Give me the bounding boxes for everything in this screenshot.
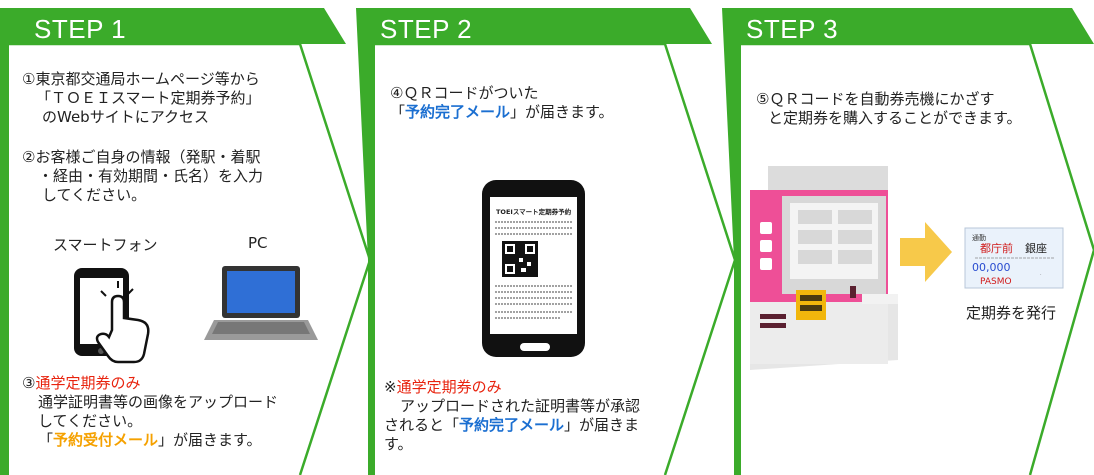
step1-item1-line1: ①東京都交通局ホームページ等から: [22, 70, 260, 88]
smartphone-label: スマートフォン: [53, 236, 158, 254]
arrow-right-icon: [900, 222, 952, 282]
step3-item5-line2: と定期券を購入することができます。: [768, 109, 1022, 127]
step2-note-line1: ※通学定期券のみ: [384, 378, 502, 396]
step1-item1-line3: のWebサイトにアクセス: [42, 108, 209, 126]
ticket-machine-icon: [750, 166, 898, 370]
smartphone-tap-icon: [74, 268, 150, 364]
step3-title: STEP 3: [746, 14, 839, 44]
step2-item4-line1: ④ＱＲコードがついた: [390, 84, 539, 102]
svg-text:銀座: 銀座: [1025, 241, 1047, 255]
step1-frame: [0, 8, 372, 475]
commuter-pass-ticket: 通勤 都庁前 銀座 00,000 PASMO ·: [964, 227, 1064, 289]
issue-pass-label: 定期券を発行: [966, 304, 1057, 322]
step1-item2-line1: ②お客様ご自身の情報（発駅・着駅: [22, 148, 261, 166]
step2-frame: [356, 8, 737, 475]
pc-label: PC: [248, 234, 268, 252]
step2-note-line2: アップロードされた証明書等が承認: [400, 397, 641, 415]
step1-item1-line2: 「ＴＯＥＩスマート定期券予約」: [36, 89, 261, 107]
step1-item3-line4: 「予約受付メール」が届きます。: [38, 431, 262, 449]
step2-note: ※通学定期券のみ アップロードされた証明書等が承認 されると「予約完了メール」が…: [384, 378, 640, 454]
reservation-complete-mail: 予約完了メール: [405, 103, 511, 121]
step1-item1: ①東京都交通局ホームページ等から 「ＴＯＥＩスマート定期券予約」 のWebサイト…: [22, 70, 261, 127]
step1-item2-line3: してください。: [42, 186, 147, 204]
smartphone-qr-icon: [482, 180, 585, 357]
step2-note-line4: す。: [384, 435, 413, 453]
step2-title: STEP 2: [380, 14, 473, 44]
svg-text:PASMO: PASMO: [980, 277, 1012, 287]
step1-item3-line1: ③通学定期券のみ: [22, 374, 141, 392]
step1-item3: ③通学定期券のみ 通学証明書等の画像をアップロード してください。 「予約受付メ…: [22, 374, 278, 450]
step2-item4: ④ＱＲコードがついた 「予約完了メール」が届きます。: [390, 84, 614, 122]
svg-text:00,000: 00,000: [972, 261, 1011, 274]
laptop-icon: [204, 266, 318, 340]
step1-item3-line2: 通学証明書等の画像をアップロード: [38, 393, 279, 411]
step1-item3-line3: してください。: [38, 412, 143, 430]
step1-title: STEP 1: [34, 14, 127, 44]
step1-item2: ②お客様ご自身の情報（発駅・着駅 ・経由・有効期間・氏名）を入力 してください。: [22, 148, 263, 205]
reservation-received-mail: 予約受付メール: [53, 431, 159, 449]
step3-item5: ⑤ＱＲコードを自動券売機にかざす と定期券を購入することができます。: [756, 90, 1022, 128]
step1-item2-line2: ・経由・有効期間・氏名）を入力: [38, 167, 264, 185]
step2-note-line3: されると「予約完了メール」が届きま: [384, 416, 640, 434]
svg-text:·: ·: [1040, 272, 1042, 278]
step3-frame: [722, 8, 1094, 475]
step3-item5-line1: ⑤ＱＲコードを自動券売機にかざす: [756, 90, 995, 108]
svg-text:TOEIスマート定期券予約: TOEIスマート定期券予約: [496, 207, 572, 216]
step2-item4-line2: 「予約完了メール」が届きます。: [390, 103, 614, 121]
svg-text:都庁前: 都庁前: [980, 241, 1013, 255]
phone-header: TOEIスマート定期券予約: [496, 207, 572, 216]
svg-text:通勤: 通勤: [972, 233, 986, 242]
